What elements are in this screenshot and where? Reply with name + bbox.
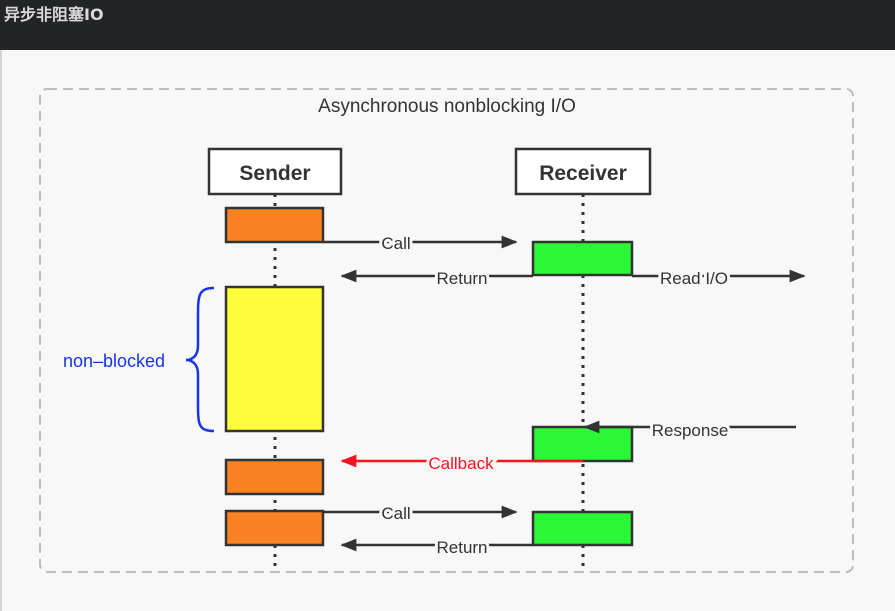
- read-io-label: Read I/O: [660, 269, 728, 288]
- receiver-block-3: [531, 510, 634, 547]
- callback-label: Callback: [428, 454, 494, 473]
- window-header: 异步非阻塞IO: [0, 0, 895, 50]
- sender-call-block-2: [224, 509, 325, 547]
- non-blocked-label: non–blocked: [63, 351, 165, 371]
- receiver-block-2: [531, 425, 634, 463]
- call-label-1: Call: [381, 234, 410, 253]
- receiver-label: Receiver: [539, 162, 627, 185]
- non-blocked-brace: [185, 286, 215, 433]
- page-title: 异步非阻塞IO: [4, 5, 104, 24]
- dashed-frame: [39, 88, 854, 573]
- sender-call-block: [224, 206, 325, 244]
- sender-box: [207, 147, 343, 196]
- return-label-1: Return: [436, 269, 487, 288]
- sender-label: Sender: [239, 162, 310, 185]
- non-blocked-block: [224, 285, 325, 433]
- call-label-2: Call: [381, 504, 410, 523]
- content-area: [0, 50, 895, 611]
- response-label: Response: [652, 421, 729, 440]
- receiver-box: [514, 147, 652, 196]
- frame-title: Asynchronous nonblocking I/O: [318, 96, 576, 117]
- sender-callback-block: [224, 458, 325, 496]
- receiver-block-1: [531, 240, 634, 277]
- return-label-2: Return: [436, 538, 487, 557]
